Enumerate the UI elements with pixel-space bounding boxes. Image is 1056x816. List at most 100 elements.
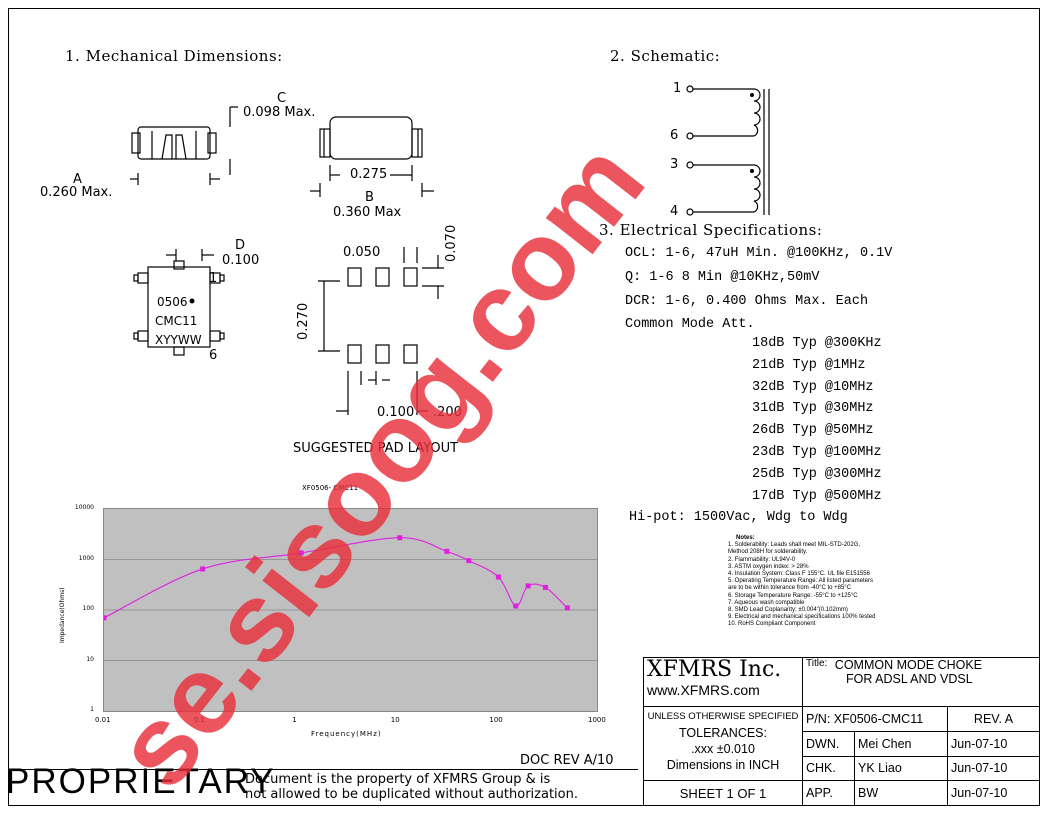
- x-tick-label: 1000: [588, 716, 606, 724]
- data-point-marker: [200, 566, 206, 572]
- note-item: 1. Solderability: Leads shall meet MIL-S…: [728, 542, 861, 549]
- chk-date: Jun-07-10: [947, 755, 1040, 782]
- dim-b-value: 0.360 Max: [333, 205, 402, 220]
- title-line1: COMMON MODE CHOKE: [834, 658, 983, 672]
- attenuation-row: 26dB Typ @50MHz: [752, 423, 874, 439]
- title-line2: FOR ADSL AND VDSL: [846, 672, 973, 686]
- app-name: BW: [854, 780, 948, 806]
- pad-pitch-dim: 0.100: [377, 405, 415, 420]
- dwn-name: Mei Chen: [854, 730, 948, 757]
- front-view-body: [329, 116, 413, 160]
- data-point-marker: [564, 605, 570, 611]
- note-item: 2. Flammability: UL94V-0: [728, 556, 796, 563]
- pin1-dot: [189, 298, 195, 304]
- note-item: 8. SMD Lead Coplanarity: ±0.004"(0.102mm…: [728, 607, 848, 614]
- pad-height-dim: 0.070: [444, 224, 459, 262]
- dim-d-value: 0.100: [222, 253, 260, 268]
- x-tick-label: 10: [390, 716, 400, 724]
- data-point-marker: [466, 558, 472, 564]
- schematic-heading: 2. Schematic:: [610, 47, 721, 65]
- data-point-marker: [101, 615, 107, 621]
- data-point-marker: [525, 583, 531, 589]
- spec-dcr: DCR: 1-6, 0.400 Ohms Max. Each: [625, 294, 869, 309]
- chk-label: CHK.: [802, 755, 855, 782]
- x-tick-label: 1: [292, 716, 297, 724]
- electrical-heading: 3. Electrical Specifications:: [599, 221, 823, 239]
- y-tick-label: 100: [82, 605, 94, 612]
- footer-divider: [8, 769, 638, 770]
- doc-revision: DOC REV A/10: [520, 753, 614, 768]
- attenuation-row: 31dB Typ @30MHz: [752, 401, 874, 417]
- spec-hipot: Hi-pot: 1500Vac, Wdg to Wdg: [629, 510, 848, 525]
- schematic-pin-3: 3: [670, 157, 679, 172]
- dim-d-letter: D: [235, 238, 246, 253]
- dim-a-letter: A: [73, 172, 82, 187]
- pad-span-dim: 0.270: [296, 302, 311, 340]
- dim-b-letter: B: [365, 190, 374, 205]
- impedance-chart: [101, 535, 597, 661]
- app-label: APP.: [802, 780, 855, 806]
- schematic-drawing: [686, 85, 770, 216]
- chk-name: YK Liao: [854, 755, 948, 782]
- chart-title: XF0506- CMC11: [302, 484, 359, 492]
- pad-layout-caption: SUGGESTED PAD LAYOUT: [293, 441, 459, 456]
- data-point-marker: [495, 574, 501, 580]
- x-tick-label: 100: [489, 716, 503, 724]
- part-number: P/N: XF0506-CMC11: [802, 706, 948, 732]
- impedance-chart-area: [101, 508, 598, 712]
- pad-total-dim: .200: [433, 405, 462, 420]
- attenuation-row: 23dB Typ @100MHz: [752, 445, 882, 460]
- data-point-marker: [513, 603, 519, 609]
- tolerance-value: .xxx ±0.010: [691, 742, 755, 757]
- spec-cm-att: Common Mode Att.: [625, 317, 755, 332]
- y-tick-label: 1: [90, 706, 94, 713]
- drawing-frame: [8, 8, 1040, 806]
- sheet-number: SHEET 1 OF 1: [643, 780, 803, 806]
- notes-block: Notes: 1. Solderability: Leads shall mee…: [728, 535, 875, 629]
- y-tick-label: 1000: [78, 554, 94, 562]
- app-date: Jun-07-10: [947, 780, 1040, 806]
- title-block: XFMRS Inc. www.XFMRS.com Title: COMMON M…: [643, 656, 1040, 806]
- data-point-marker: [298, 550, 304, 556]
- company-name: XFMRS Inc.: [647, 657, 782, 682]
- marking-line3: XYYWW: [155, 333, 202, 347]
- dim-a-value: 0.260 Max.: [40, 185, 113, 200]
- note-item: 3. ASTM oxygen index: > 28%: [728, 563, 809, 570]
- revision: REV. A: [947, 706, 1040, 732]
- company-website: www.XFMRS.com: [647, 682, 760, 698]
- note-item: 10. RoHS Compliant Component: [728, 621, 816, 628]
- data-point-marker: [397, 535, 403, 541]
- note-item: are to be within tolerance from -40°C to…: [728, 585, 852, 592]
- x-tick-label: 0.1: [193, 716, 205, 724]
- notes-title: Notes:: [736, 535, 755, 541]
- spec-q: Q: 1-6 8 Min @10KHz,50mV: [625, 270, 820, 285]
- y-tick-label: 10000: [74, 504, 94, 511]
- attenuation-row: 18dB Typ @300KHz: [752, 336, 882, 351]
- schematic-pin-1: 1: [673, 81, 682, 96]
- legal-line1: Document is the property of XFMRS Group …: [245, 772, 551, 787]
- y-tick-label: 10: [86, 655, 94, 663]
- pad-width-dim: 0.050: [343, 245, 381, 260]
- dimensions-unit: Dimensions in INCH: [666, 758, 780, 773]
- data-point-marker: [542, 584, 548, 590]
- side-view-body: [137, 126, 211, 160]
- dim-c-value: 0.098 Max.: [243, 105, 316, 120]
- attenuation-row: 32dB Typ @10MHz: [752, 379, 874, 395]
- note-item: 6. Storage Temperature Range: -55°C to +…: [728, 592, 858, 599]
- marking-line2: CMC11: [155, 314, 198, 328]
- pin6-label: 6: [209, 348, 218, 363]
- pin1-label: 1: [209, 271, 218, 286]
- marking-line1: 0506: [157, 295, 188, 309]
- data-point-marker: [444, 548, 450, 554]
- attenuation-row: 25dB Typ @300MHz: [752, 466, 882, 482]
- dim-c-letter: C: [277, 91, 287, 106]
- legal-line2: not allowed to be duplicated without aut…: [245, 787, 578, 802]
- dim-b-inner: 0.275: [350, 167, 388, 182]
- proprietary-label: PROPRIETARY: [6, 762, 276, 801]
- tolerances-label: TOLERANCES:: [679, 726, 767, 741]
- dwn-label: DWN.: [802, 730, 855, 757]
- dwn-date: Jun-07-10: [947, 730, 1040, 757]
- unless-specified: UNLESS OTHERWISE SPECIFIED: [647, 711, 799, 723]
- title-label: Title:: [806, 658, 828, 669]
